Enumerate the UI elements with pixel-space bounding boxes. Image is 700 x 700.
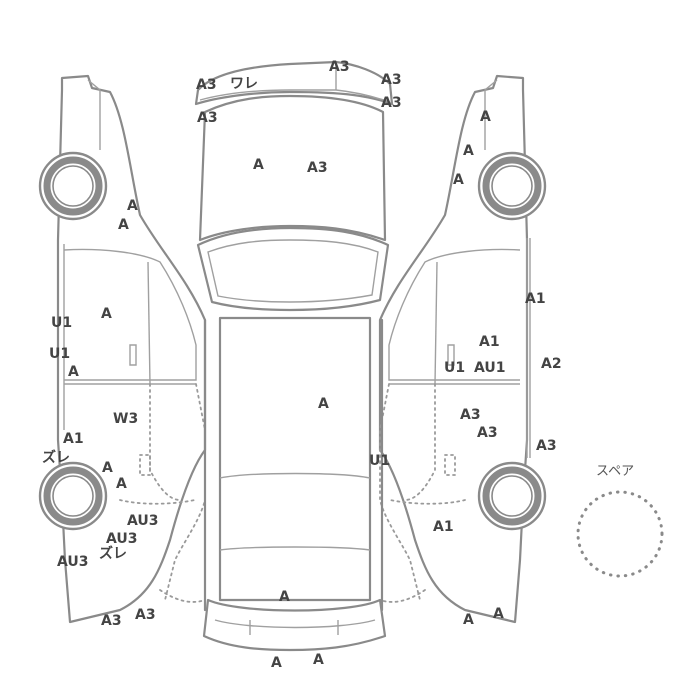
damage-mark: A1 [433, 519, 454, 535]
damage-mark: U1 [369, 453, 390, 469]
damage-mark: A3 [307, 160, 328, 176]
damage-mark: U1 [51, 315, 72, 331]
damage-mark: A1 [479, 334, 500, 350]
damage-mark: A [493, 606, 504, 622]
damage-mark: A3 [101, 613, 122, 629]
damage-mark: A3 [381, 95, 402, 111]
damage-mark: A [116, 476, 127, 492]
damage-mark: A [279, 589, 290, 605]
left-side-view [38, 74, 207, 624]
damage-mark: ズレ [42, 449, 70, 466]
damage-mark: AU3 [57, 554, 89, 570]
damage-mark: U1 [444, 360, 465, 376]
damage-mark: A [453, 172, 464, 188]
damage-mark: W3 [113, 411, 138, 427]
damage-mark: A3 [197, 110, 218, 126]
damage-mark: A [480, 109, 491, 125]
damage-mark: A [463, 143, 474, 159]
damage-mark: A [68, 364, 79, 380]
damage-mark: AU3 [106, 531, 138, 547]
damage-mark: A [271, 655, 282, 671]
top-view [194, 60, 394, 652]
damage-mark: A3 [460, 407, 481, 423]
damage-mark: A3 [329, 59, 350, 75]
damage-mark: U1 [49, 346, 70, 362]
damage-mark: A [313, 652, 324, 668]
damage-mark: A [318, 396, 329, 412]
damage-marks: A3 ワレ A3 A3 A3 A3 A A3 A A A A A A U1 A … [42, 59, 562, 671]
damage-mark: ワレ [230, 76, 258, 92]
damage-mark: A3 [196, 77, 217, 93]
spare-label: スペア [596, 464, 634, 479]
damage-mark: A3 [135, 607, 156, 623]
damage-mark: A3 [381, 72, 402, 88]
damage-mark: A [102, 460, 113, 476]
damage-mark: A [118, 217, 129, 233]
damage-mark: ズレ [99, 545, 127, 562]
damage-mark: A [253, 157, 264, 173]
damage-mark: A [127, 198, 138, 214]
damage-mark: A3 [536, 438, 557, 454]
damage-mark: AU1 [474, 360, 506, 376]
damage-mark: A1 [525, 291, 546, 307]
damage-mark: A3 [477, 425, 498, 441]
damage-mark: A [101, 306, 112, 322]
damage-mark: A1 [63, 431, 84, 447]
spare-tire: スペア [576, 464, 664, 578]
damage-mark: AU3 [127, 513, 159, 529]
damage-mark: A [463, 612, 474, 628]
right-side-view [378, 74, 547, 624]
damage-mark: A2 [541, 356, 562, 372]
